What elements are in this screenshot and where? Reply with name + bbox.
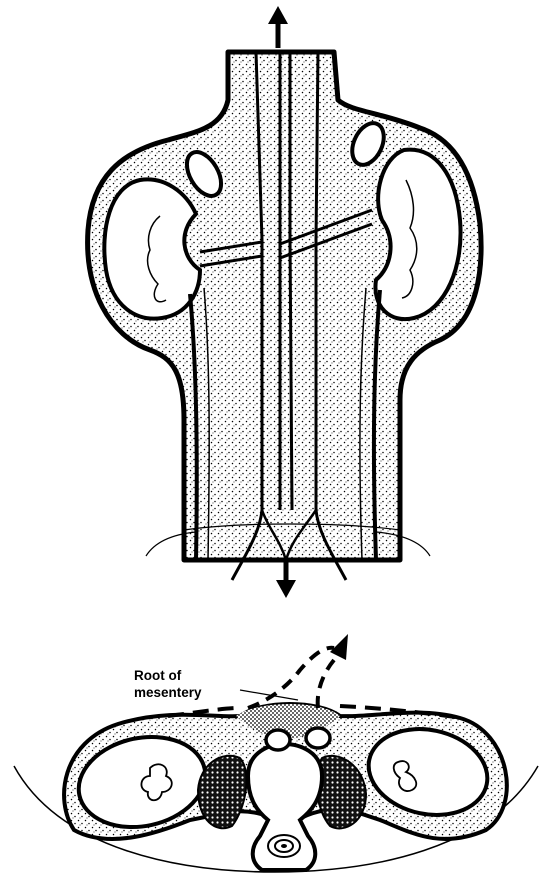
spinal-cord-center bbox=[281, 844, 287, 848]
upward-arrow-icon bbox=[268, 6, 288, 48]
coronal-view bbox=[88, 6, 481, 598]
downward-arrow-icon bbox=[276, 560, 296, 598]
root-of-mesentery-label-line1: Root of bbox=[134, 668, 182, 683]
ivc-axial bbox=[306, 728, 330, 748]
axial-view: Root of mesentery bbox=[14, 634, 538, 872]
root-of-mesentery-label-line2: mesentery bbox=[134, 685, 202, 700]
left-kidney bbox=[104, 179, 200, 318]
aorta-axial bbox=[266, 730, 290, 750]
